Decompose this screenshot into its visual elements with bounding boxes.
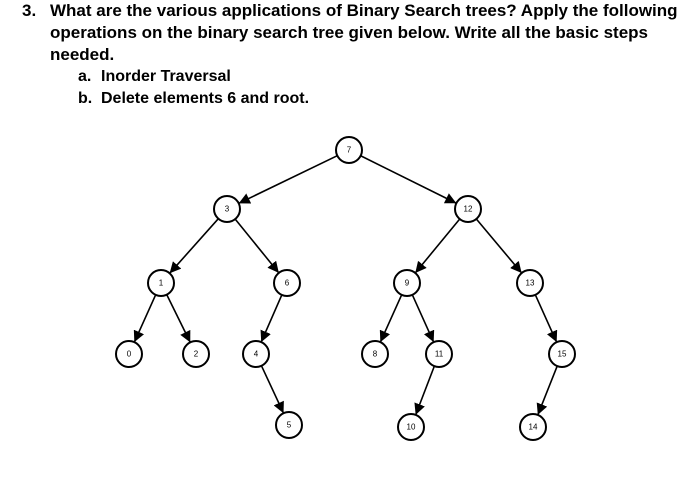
node-label: 14 (529, 423, 538, 432)
edge-n15-n14 (536, 365, 558, 416)
edge-n13-n15 (534, 294, 558, 343)
tree-node-11: 11 (425, 340, 453, 368)
edge-n7-n12 (360, 155, 457, 204)
node-circle (213, 195, 241, 223)
node-circle (275, 411, 303, 439)
node-circle (393, 269, 421, 297)
node-label: 15 (558, 350, 567, 359)
question-text: What are the various applications of Bin… (50, 1, 678, 64)
node-label: 1 (159, 279, 164, 288)
node-label: 13 (526, 279, 535, 288)
node-label: 8 (373, 350, 378, 359)
node-label: 6 (285, 279, 290, 288)
edge-n3-n1 (169, 218, 219, 274)
node-label: 12 (464, 205, 473, 214)
tree-node-7: 7 (335, 136, 363, 164)
tree-node-10: 10 (397, 413, 425, 441)
subitem-letter: b. (78, 90, 93, 107)
tree-node-4: 4 (242, 340, 270, 368)
edge-n7-n3 (238, 154, 338, 205)
tree-nodes: 7 3 12 1 6 9 13 0 2 4 8 11 15 5 10 14 (115, 136, 576, 441)
subitem-letter: a. (78, 68, 92, 85)
edge-n11-n10 (414, 365, 436, 416)
tree-node-0: 0 (115, 340, 143, 368)
node-label: 3 (225, 205, 230, 214)
node-circle (273, 269, 301, 297)
tree-node-15: 15 (548, 340, 576, 368)
question-line: 3. What are the various applications of … (22, 0, 692, 66)
node-label: 9 (405, 279, 410, 288)
node-circle (115, 340, 143, 368)
node-circle (242, 340, 270, 368)
node-label: 4 (254, 350, 259, 359)
tree-node-1: 1 (147, 269, 175, 297)
question-block: 3. What are the various applications of … (22, 0, 692, 110)
tree-node-6: 6 (273, 269, 301, 297)
edge-n12-n9 (414, 218, 461, 274)
node-label: 5 (287, 421, 292, 430)
edge-n9-n11 (411, 294, 435, 343)
tree-node-12: 12 (454, 195, 482, 223)
edge-n3-n6 (234, 218, 280, 274)
subitem-a: a. Inorder Traversal (78, 66, 692, 88)
edge-n4-n5 (260, 365, 285, 414)
node-circle (361, 340, 389, 368)
tree-node-5: 5 (275, 411, 303, 439)
tree-node-3: 3 (213, 195, 241, 223)
node-label: 2 (194, 350, 199, 359)
node-circle (335, 136, 363, 164)
node-circle (425, 340, 453, 368)
node-circle (519, 413, 547, 441)
node-label: 7 (347, 146, 352, 155)
tree-node-13: 13 (516, 269, 544, 297)
node-circle (147, 269, 175, 297)
node-label: 11 (435, 350, 444, 359)
edge-n9-n8 (379, 294, 403, 343)
tree-node-2: 2 (182, 340, 210, 368)
node-label: 0 (127, 350, 132, 359)
subitem-b: b. Delete elements 6 and root. (78, 88, 692, 110)
tree-node-14: 14 (519, 413, 547, 441)
edge-n1-n0 (133, 294, 157, 343)
subitem-text: Inorder Traversal (101, 68, 231, 85)
edge-n12-n13 (475, 218, 523, 274)
node-label: 10 (407, 423, 416, 432)
question-subitems: a. Inorder Traversal b. Delete elements … (78, 66, 692, 110)
edge-n6-n4 (260, 294, 283, 343)
question-number: 3. (22, 1, 37, 20)
tree-edges (133, 154, 558, 416)
node-circle (454, 195, 482, 223)
tree-node-8: 8 (361, 340, 389, 368)
node-circle (397, 413, 425, 441)
edge-n1-n2 (166, 294, 191, 343)
node-circle (548, 340, 576, 368)
node-circle (182, 340, 210, 368)
subitem-text: Delete elements 6 and root. (101, 90, 310, 107)
tree-node-9: 9 (393, 269, 421, 297)
node-circle (516, 269, 544, 297)
